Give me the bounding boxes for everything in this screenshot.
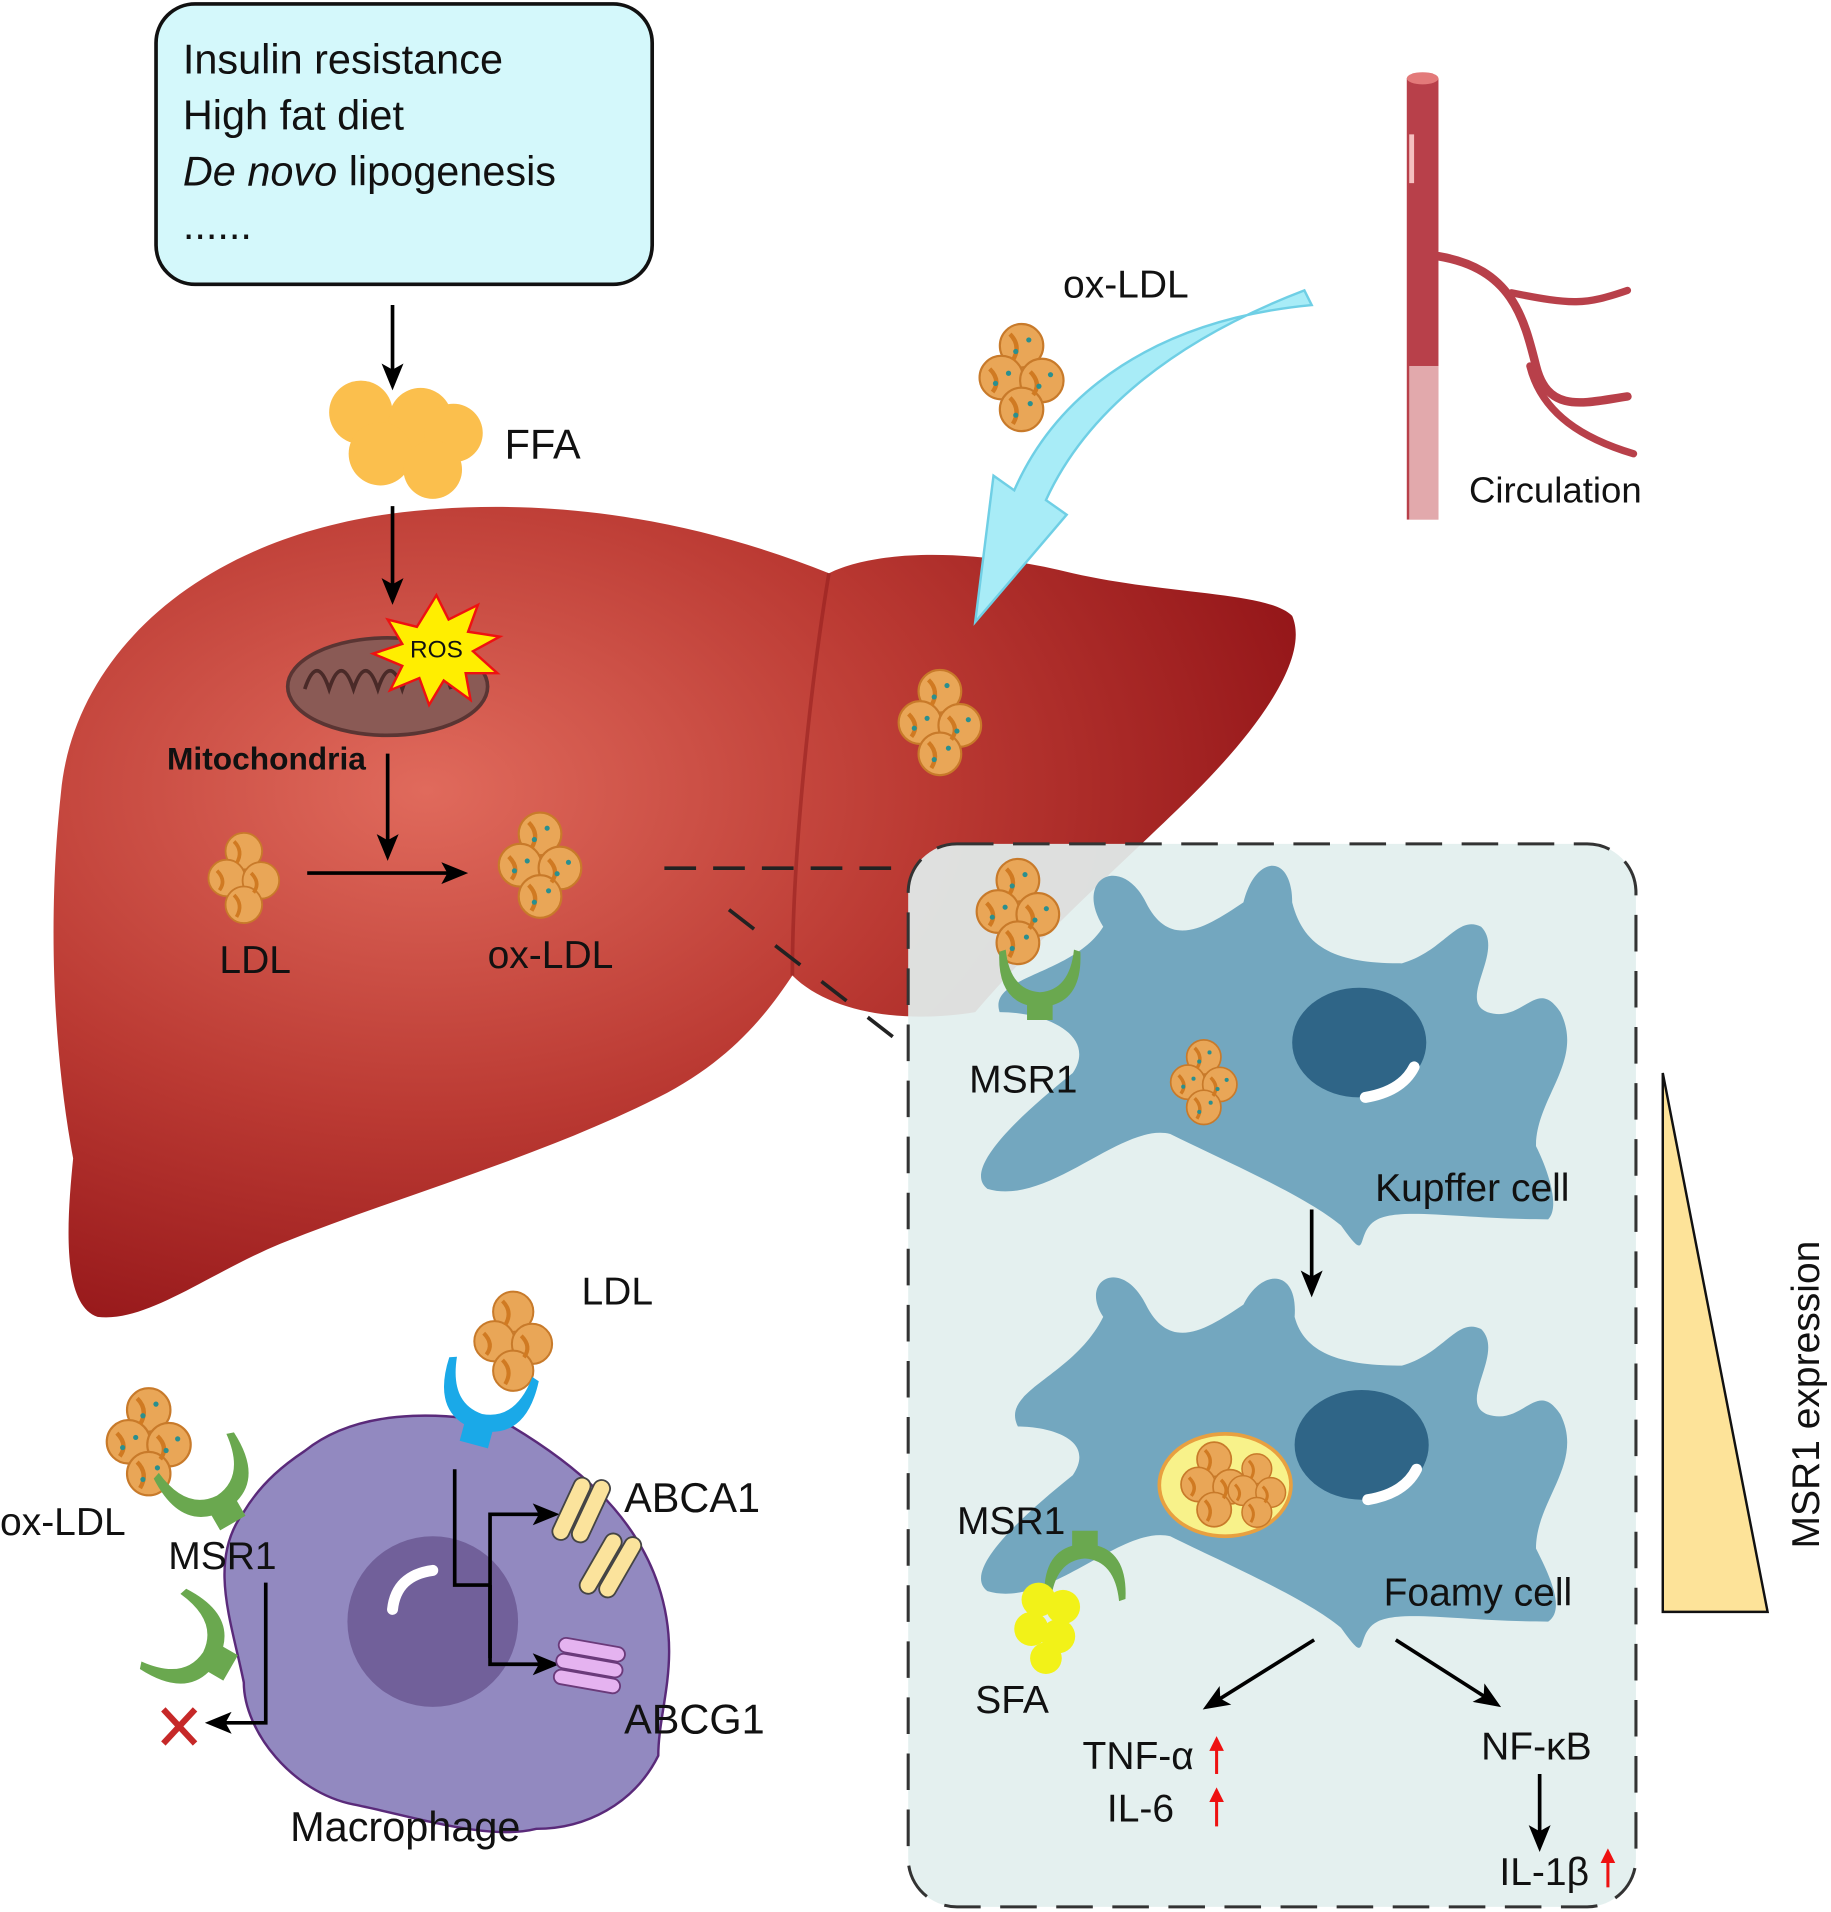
abca1-transporter-icon xyxy=(551,1476,643,1599)
blood-vessel-icon xyxy=(1406,72,1638,520)
abcg1-transporter-icon xyxy=(552,1636,626,1695)
foamy-nucleus-icon xyxy=(1294,1389,1429,1500)
arrow-to-cytokines xyxy=(1202,1638,1316,1710)
nucleus-highlight-foamy xyxy=(1362,1463,1423,1506)
increase-arrows xyxy=(1209,1736,1616,1888)
tnf-alpha-label: TNF-α xyxy=(1083,1735,1194,1778)
abcg1-label: ABCG1 xyxy=(624,1696,764,1743)
il1b-label: IL-1β xyxy=(1499,1851,1589,1894)
msr1-kupffer-label: MSR1 xyxy=(969,1059,1077,1102)
msr1-macro-label: MSR1 xyxy=(168,1535,276,1578)
ldl-liver-label: LDL xyxy=(219,939,291,982)
de-novo-italic: De novo xyxy=(183,148,337,195)
liver-lobe-divide xyxy=(790,572,831,976)
abca1-label: ABCA1 xyxy=(624,1474,760,1521)
risk-de-novo-lipogenesis: De novo lipogenesis xyxy=(183,148,556,195)
ffa-cluster-icon xyxy=(329,380,483,499)
msr1-foamy-label: MSR1 xyxy=(957,1500,1065,1543)
oxldl-macro-label: ox-LDL xyxy=(0,1501,126,1544)
circulation-label: Circulation xyxy=(1469,470,1642,511)
cyan-uptake-arrow xyxy=(973,288,1314,626)
arrow-to-abcg1 xyxy=(488,1585,560,1676)
arrow-to-nfkb xyxy=(1394,1638,1502,1708)
macrophage-nucleus-highlight xyxy=(387,1564,439,1615)
ffa-label: FFA xyxy=(505,421,581,468)
oxldl-circ-icon xyxy=(980,324,1064,431)
risk-ellipsis: ...... xyxy=(183,201,252,248)
ros-burst-icon xyxy=(369,592,504,708)
arrow-msr1-blocked xyxy=(204,1582,268,1734)
msr1-expression-label: MSR1 expression xyxy=(1785,1241,1828,1549)
sfa-label: SFA xyxy=(975,1679,1049,1722)
blocked-x-icon xyxy=(161,1707,198,1746)
inset-zoom-line-bottom xyxy=(727,908,910,1051)
nucleus-highlight xyxy=(1359,1061,1420,1103)
ros-label: ROS xyxy=(410,636,463,663)
kupffer-cell-label: Kupffer cell xyxy=(1375,1167,1569,1210)
foamy-cell-label: Foamy cell xyxy=(1384,1572,1573,1615)
risk-factors-box: Insulin resistance High fat diet De novo… xyxy=(154,2,655,287)
il6-label: IL-6 xyxy=(1107,1788,1174,1831)
kupffer-nucleus-icon xyxy=(1292,987,1427,1098)
oxldl-macro-icon xyxy=(107,1388,191,1495)
kupffer-cell-body xyxy=(981,865,1568,1246)
macrophage-nucleus-icon xyxy=(347,1536,519,1707)
lipogenesis-text: lipogenesis xyxy=(337,148,556,195)
ldl-macro-label: LDL xyxy=(581,1271,653,1314)
risk-insulin-resistance: Insulin resistance xyxy=(183,35,503,82)
oxldl-liver-label: ox-LDL xyxy=(488,934,614,977)
ldl-macro-icon xyxy=(474,1292,552,1391)
efflux-path-line xyxy=(452,1469,491,1587)
sfa-cluster-icon xyxy=(1014,1582,1081,1675)
msr1-expression-gradient-triangle xyxy=(1661,1072,1770,1614)
macrophage-label: Macrophage xyxy=(290,1803,520,1850)
oxldl-circ-label: ox-LDL xyxy=(1063,264,1189,307)
risk-high-fat-diet: High fat diet xyxy=(183,91,405,138)
nfkb-label: NF-κB xyxy=(1481,1725,1592,1768)
mitochondria-label: Mitochondria xyxy=(167,740,366,776)
